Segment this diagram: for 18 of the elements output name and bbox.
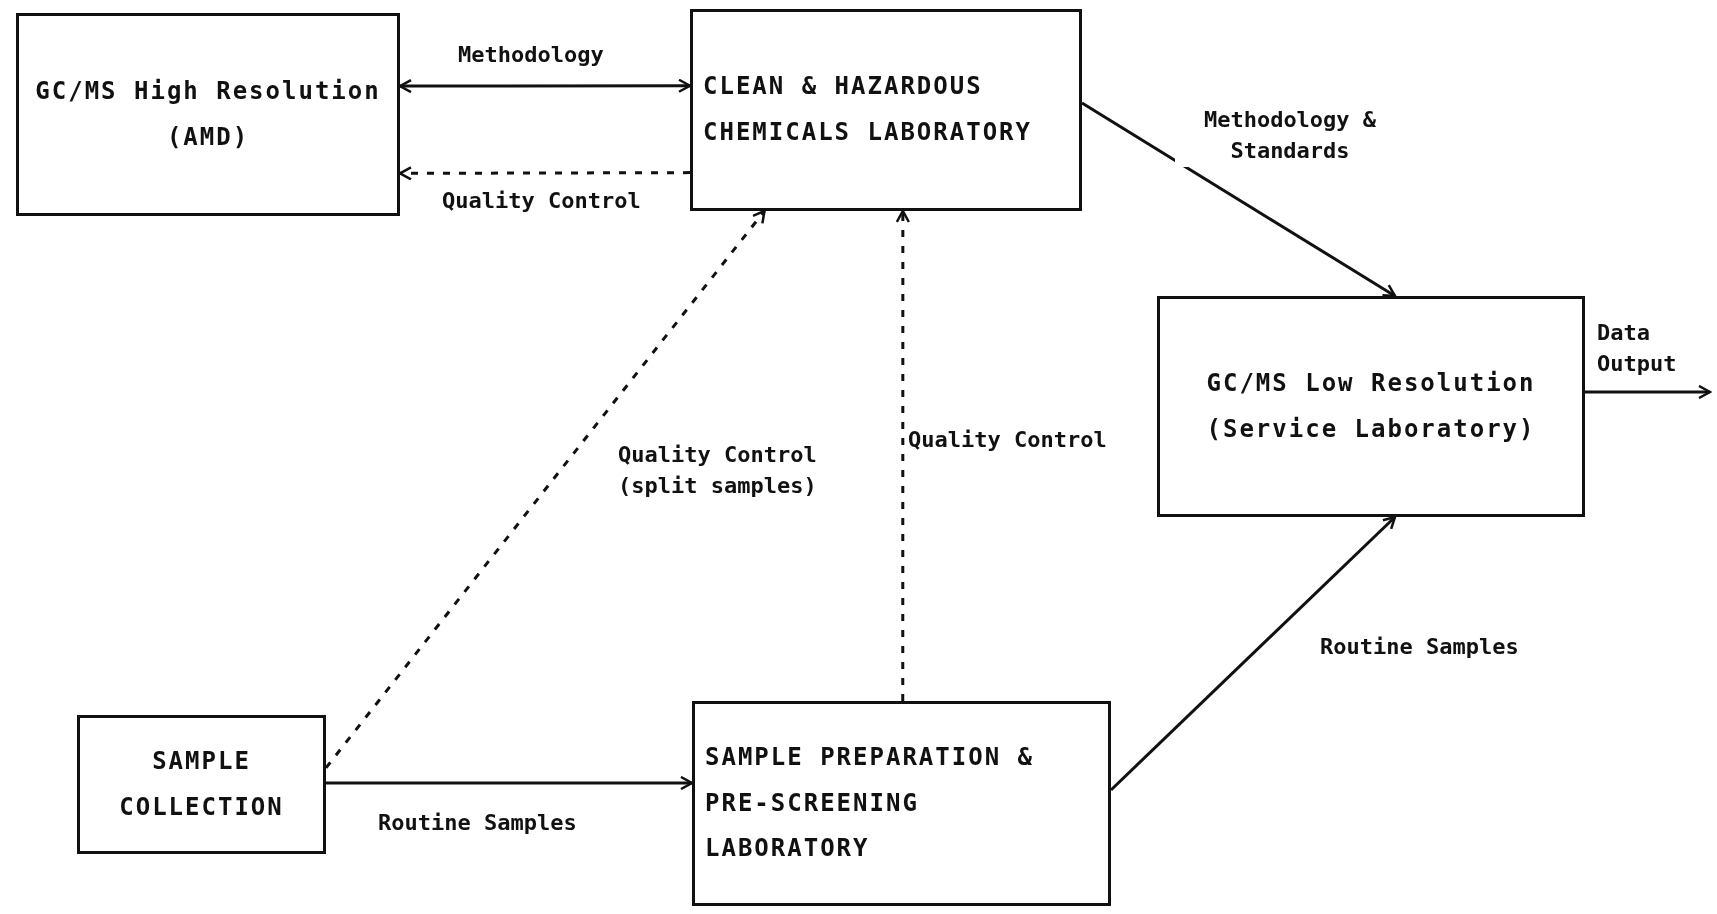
box-label: SAMPLE COLLECTION bbox=[118, 745, 285, 823]
box-label: GC/MS Low Resolution (Service Laboratory) bbox=[1205, 367, 1537, 445]
box-label: GC/MS High Resolution (AMD) bbox=[34, 75, 382, 153]
arrow bbox=[398, 78, 692, 94]
arrow bbox=[895, 209, 911, 701]
lab-box bbox=[1157, 296, 1585, 517]
arrow bbox=[1109, 515, 1397, 792]
arrow bbox=[1081, 101, 1397, 298]
arrow bbox=[1585, 384, 1712, 400]
arrow bbox=[326, 775, 694, 791]
arrow bbox=[324, 209, 766, 769]
box-label: CLEAN & HAZARDOUS CHEMICALS LABORATORY bbox=[703, 71, 1033, 148]
lab-box bbox=[16, 13, 400, 216]
box-label: SAMPLE PREPARATION & PRE-SCREENING LABORATORY bbox=[705, 742, 1035, 865]
arrow bbox=[398, 166, 690, 181]
lab-box bbox=[692, 701, 1111, 906]
lab-box bbox=[77, 715, 326, 854]
lab-box bbox=[690, 9, 1082, 211]
